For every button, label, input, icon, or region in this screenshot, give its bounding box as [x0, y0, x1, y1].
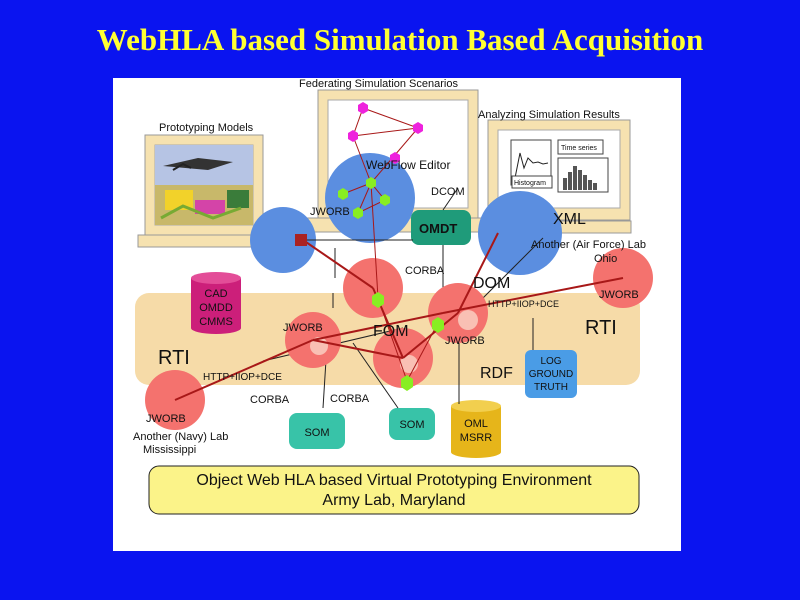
label-rti-left: RTI [158, 347, 190, 369]
slide-title: WebHLA based Simulation Based Acquisitio… [96, 22, 704, 57]
label-chart-time-series: Time series [561, 145, 597, 152]
som-box-left[interactable] [289, 413, 345, 449]
footer-line1: Object Web HLA based Virtual Prototyping… [196, 472, 592, 489]
label-ground: GROUND [529, 369, 573, 380]
label-prototyping-models: Prototyping Models [159, 122, 254, 134]
analysis-charts [510, 139, 609, 193]
label-xml: XML [553, 211, 586, 228]
label-fom: FOM [373, 323, 409, 340]
globe-webflow [325, 153, 415, 243]
label-cad: CAD [204, 288, 227, 300]
label-corba-center: CORBA [330, 393, 370, 405]
label-jworb-top: JWORB [310, 206, 350, 218]
label-http-iiop-dce-right: HTTP+IIOP+DCE [488, 299, 559, 309]
label-mississippi: Mississippi [143, 444, 196, 456]
label-dcom: DCOM [431, 186, 465, 198]
label-jworb-center-left: JWORB [283, 322, 323, 334]
label-som-left: SOM [304, 427, 329, 439]
label-jworb-center: JWORB [445, 335, 485, 347]
globe-left [250, 207, 316, 273]
architecture-diagram: Federating Simulation Scenarios Analyzin… [133, 78, 653, 515]
label-jworb-navy: JWORB [146, 413, 186, 425]
label-corba-top: CORBA [405, 265, 445, 277]
cad-omdd-cmms-cylinder[interactable] [191, 272, 241, 334]
label-omdt: OMDT [419, 221, 457, 236]
diagram-panel: Federating Simulation Scenarios Analyzin… [113, 78, 681, 551]
label-air-force-lab: Another (Air Force) Lab [531, 239, 646, 251]
label-rdf: RDF [480, 365, 513, 382]
prototyping-image [155, 145, 253, 225]
label-omdd: OMDD [199, 302, 233, 314]
label-http-iiop-dce-left: HTTP+IIOP+DCE [203, 372, 282, 383]
omdt-box[interactable] [411, 210, 471, 245]
webflow-nodes [295, 102, 444, 391]
label-ohio: Ohio [594, 253, 617, 265]
label-chart-histogram: Histogram [514, 180, 546, 187]
rti-links [174, 232, 624, 401]
label-jworb-ohio: JWORB [599, 289, 639, 301]
label-som-right: SOM [399, 419, 424, 431]
label-oml: OML [464, 418, 488, 430]
label-navy-lab: Another (Navy) Lab [133, 431, 228, 443]
label-rti-right: RTI [585, 317, 617, 339]
label-webflow-editor: WebFlow Editor [366, 158, 450, 172]
oml-msrr-cylinder[interactable] [451, 400, 501, 458]
label-corba-left: CORBA [250, 394, 290, 406]
label-dom: DOM [473, 275, 510, 292]
globe-airforce [478, 191, 562, 275]
label-cmms: CMMS [199, 316, 233, 328]
som-box-right[interactable] [389, 408, 435, 440]
footer-line2: Army Lab, Maryland [322, 492, 465, 509]
footer-box [148, 465, 640, 515]
label-msrr: MSRR [460, 432, 492, 444]
label-log: LOG [540, 356, 561, 367]
log-ground-truth-box[interactable] [525, 350, 577, 398]
label-analyzing-results: Analyzing Simulation Results [478, 109, 620, 121]
label-truth: TRUTH [534, 382, 568, 393]
label-federating-scenarios: Federating Simulation Scenarios [299, 78, 458, 90]
